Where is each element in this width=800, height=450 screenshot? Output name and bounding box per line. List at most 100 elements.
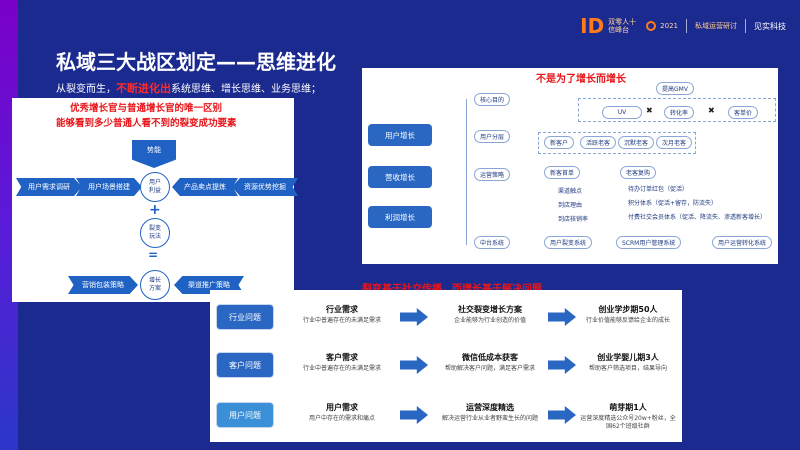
arrow-right-icon (548, 308, 576, 326)
row3-col2-sub: 解决运营行业从业者野蛮生长的问题 (441, 415, 538, 422)
tier-new: 新客户 (544, 136, 575, 149)
row1-col2: 社交裂变增长方案 企业能够为行业创造的价值 (434, 304, 546, 325)
circle-growth-plan: 增长 方案 (140, 270, 170, 300)
page-subtitle: 从裂变而生，不断进化出系统思维、增长思维、业务思维； (56, 80, 321, 96)
logo-3-text: 私域运营研讨 (695, 22, 737, 30)
old-item-1: 待办订单红包（促活） (628, 186, 689, 193)
connector-vertical (466, 99, 467, 245)
row2-col2-head: 微信低成本获客 (462, 353, 518, 362)
circle-user-benefit: 用户 利益 (140, 172, 170, 202)
system-scrm: SCRM用户管理系统 (616, 236, 682, 249)
growth-structure-panel: 不是为了增长而增长 用户增长 营收增长 利润增长 核心目的 用户分层 运营策略 … (362, 68, 778, 264)
left-chevron-1: 用户需求调研 (16, 178, 82, 196)
row3-col1-head: 用户需求 (326, 403, 358, 412)
row-btn-customer: 客户问题 (216, 352, 274, 378)
tier-dashed-frame (538, 132, 696, 154)
multiply-icon: ✖ (708, 106, 715, 115)
row2-col1-head: 客户需求 (326, 353, 358, 362)
row1-col1: 行业需求 行业中普遍存在的未满足需求 (288, 304, 396, 325)
row-btn-industry: 行业问题 (216, 304, 274, 330)
system-fission: 用户裂变系统 (544, 236, 593, 249)
header-logos: ID 双零人十信峰台 2021 私域运营研讨 见实科技 (580, 14, 786, 38)
logo-4-text: 见实科技 (754, 21, 786, 31)
row1-col3-head: 创业学步期50人 (598, 305, 658, 314)
row1-col2-head: 社交裂变增长方案 (458, 305, 522, 314)
new-item-3: 到店核销率 (558, 216, 589, 223)
uv-box: UV (602, 106, 642, 119)
bottom-caption: 裂变基于社交传播，而增长基于解决问题 (362, 280, 542, 295)
tier-silent: 沉默老客 (618, 136, 655, 149)
row-label-user-tier: 用户分层 (474, 130, 511, 143)
arrow-right-icon (400, 406, 428, 424)
equals-icon: = (148, 248, 159, 262)
multiply-icon: ✖ (646, 106, 653, 115)
row2-col2: 微信低成本获客 帮助解决客户问题，满足客户需求 (434, 352, 546, 373)
logo-2-text: 2021 (660, 22, 678, 30)
row-label-strategy: 运营策略 (474, 168, 511, 181)
row2-col2-sub: 帮助解决客户问题，满足客户需求 (444, 365, 535, 372)
row3-col1: 用户需求 用户中存在的需求和痛点 (288, 402, 396, 423)
row-label-core-purpose: 核心目的 (474, 93, 511, 106)
logo-separator (745, 19, 746, 33)
row3-col3: 萌芽期1人 运营深度精选公众号20w+粉丝，全国62个班级社群 (578, 402, 678, 431)
row1-col1-head: 行业需求 (326, 305, 358, 314)
arrow-right-icon (400, 308, 428, 326)
right-chevron-1: 产品卖点提炼 (172, 178, 238, 196)
circle-growth-plan-label: 增长 方案 (148, 277, 161, 292)
row1-col3-sub: 行业价值能够反馈给企业的成长 (585, 317, 670, 324)
page-title: 私域三大战区划定——思维进化 (56, 50, 336, 74)
arrow-right-icon (548, 356, 576, 374)
arrow-right-icon (400, 356, 428, 374)
logo-2-icon (646, 21, 657, 31)
conversion-box: 转化率 (664, 106, 695, 119)
row2-col3: 创业学婴儿期3人 帮助客户筛选项目，结果导向 (578, 352, 678, 373)
logo-2: 2021 (646, 21, 678, 31)
row2-col1: 客户需求 行业中普遍存在的未满足需求 (288, 352, 396, 373)
system-ops: 用户运营转化系统 (712, 236, 773, 249)
row3-col2-head: 运营深度精选 (466, 403, 514, 412)
new-item-2: 到店理由 (558, 202, 583, 209)
logo-1: ID 双零人十信峰台 (580, 16, 638, 36)
row-label-midplatform: 中台系统 (474, 236, 511, 249)
circle-fission-play: 裂变 玩法 (140, 218, 170, 248)
right-chevron-2: 资源优势挖掘 (232, 178, 298, 196)
tier-next-month: 次月老客 (656, 136, 693, 149)
circle-user-benefit-label: 用户 利益 (148, 179, 161, 194)
row3-col2: 运营深度精选 解决运营行业从业者野蛮生长的问题 (434, 402, 546, 423)
row1-col3: 创业学步期50人 行业价值能够反馈给企业的成长 (578, 304, 678, 325)
row-btn-user: 用户问题 (216, 402, 274, 428)
row2-col1-sub: 行业中普遍存在的未满足需求 (302, 365, 381, 372)
logo-1-text: 双零人十信峰台 (608, 18, 637, 34)
side-btn-profit-growth: 利润增长 (368, 206, 432, 228)
row1-col2-sub: 企业能够为行业创造的价值 (453, 317, 526, 324)
row2-col3-sub: 帮助客户筛选项目，结果导向 (588, 365, 667, 372)
bottom-left-chevron: 营销包装策略 (68, 276, 138, 294)
left-chevron-2: 用户场景搭建 (76, 178, 142, 196)
momentum-arrow: 势能 (132, 140, 176, 168)
row3-col1-sub: 用户中存在的需求和痛点 (308, 415, 375, 422)
gmv-box: 提高GMV (656, 82, 694, 95)
old-item-2: 积分体系（促活+留存，防流失） (628, 200, 718, 207)
subtitle-prefix: 从裂变而生， (56, 84, 116, 95)
subtitle-suffix: 系统思维、增长思维、业务思维； (171, 84, 321, 95)
new-item-1: 渠道触点 (558, 188, 583, 195)
subtitle-highlight: 不断进化出 (116, 82, 171, 95)
new-order-head: 新客首单 (544, 166, 581, 179)
row1-col1-sub: 行业中普遍存在的未满足需求 (302, 317, 381, 324)
panel-headline-2: 能够看到多少普通人看不到的裂变成功要素 (56, 118, 237, 129)
growth-elements-panel: 优秀增长官与普通增长官的唯一区别 能够看到多少普通人看不到的裂变成功要素 势能 … (12, 98, 298, 302)
panel-headline-1: 优秀增长官与普通增长官的唯一区别 (70, 103, 223, 114)
bottom-right-chevron: 渠道推广策略 (174, 276, 244, 294)
side-btn-revenue-growth: 营收增长 (368, 166, 432, 188)
circle-fission-play-label: 裂变 玩法 (148, 225, 161, 240)
tier-active: 活跃老客 (580, 136, 617, 149)
plus-icon: + (149, 202, 161, 218)
gmv-dashed-frame (578, 98, 776, 122)
price-box: 客单价 (728, 106, 759, 119)
repurchase-head: 老客复购 (620, 166, 657, 179)
row2-col3-head: 创业学婴儿期3人 (597, 353, 659, 362)
row3-col3-head: 萌芽期1人 (609, 403, 647, 412)
arrow-right-icon (548, 406, 576, 424)
problem-solution-panel: 行业问题 行业需求 行业中普遍存在的未满足需求 社交裂变增长方案 企业能够为行业… (210, 290, 682, 442)
row3-col3-sub: 运营深度精选公众号20w+粉丝，全国62个班级社群 (580, 415, 676, 430)
